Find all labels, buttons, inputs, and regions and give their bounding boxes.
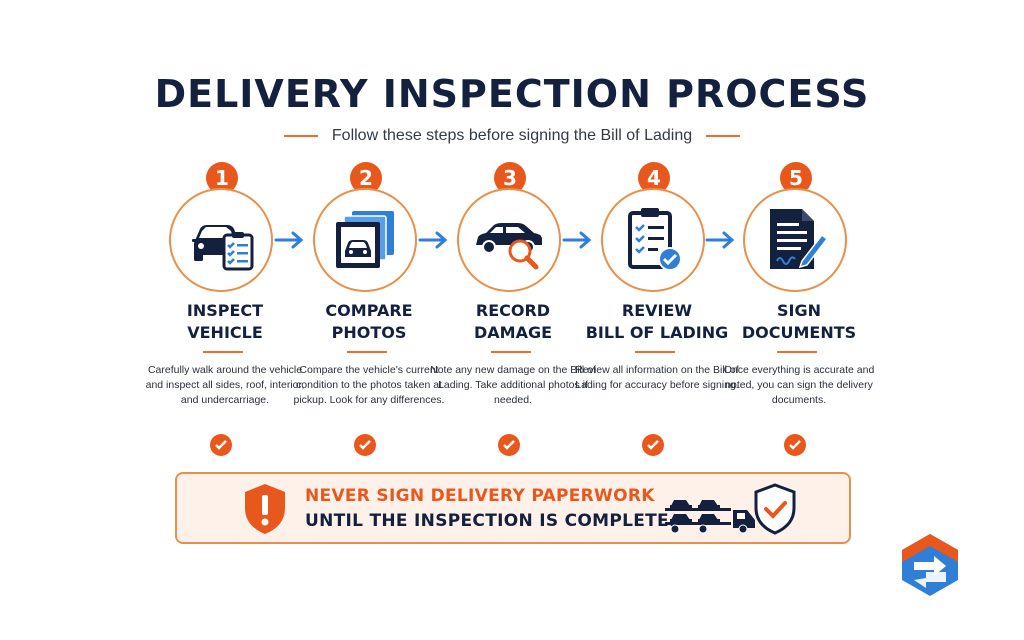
step-description: Carefully walk around the vehicle and in… [145, 364, 305, 406]
step-title-line1: SIGN [777, 301, 821, 320]
step-icon-circle [457, 188, 561, 292]
warning-text-line2: UNTIL THE INSPECTION IS COMPLETE. [305, 511, 676, 531]
step-icon-circle [601, 188, 705, 292]
car-clipboard-icon [192, 225, 254, 271]
step-title: RECORD DAMAGE [433, 300, 593, 344]
step-description: Compare the vehicle's current condition … [293, 364, 445, 406]
arrow-right-icon [562, 231, 592, 249]
warning-text-line1: NEVER SIGN DELIVERY PAPERWORK [305, 486, 655, 506]
step-title-line2: DAMAGE [473, 323, 553, 342]
check-badge [498, 434, 520, 456]
car-carrier-truck-icon [665, 500, 755, 534]
check-icon [503, 440, 515, 450]
step-icon-circle [743, 188, 847, 292]
check-icon [647, 440, 659, 450]
brand-logo-icon [902, 534, 958, 596]
car-magnifier-icon [476, 223, 542, 270]
arrow-right-icon [705, 231, 735, 249]
step-title: COMPARE PHOTOS [289, 300, 449, 344]
page-subtitle: Follow these steps before signing the Bi… [331, 127, 693, 144]
step-divider [203, 351, 243, 353]
step-title-line2: PHOTOS [331, 323, 407, 342]
check-icon [359, 440, 371, 450]
check-icon [789, 440, 801, 450]
step-title-line2: VEHICLE [187, 323, 263, 342]
step-description: Note any new damage on the Bill of Ladin… [430, 364, 596, 406]
check-badge [354, 434, 376, 456]
step-divider [491, 351, 531, 353]
step-icon-circle [313, 188, 417, 292]
step-divider [635, 351, 675, 353]
step-divider [347, 351, 387, 353]
arrow-right-icon [274, 231, 304, 249]
photos-icon [336, 211, 394, 268]
check-badge [210, 434, 232, 456]
step-title-line1: INSPECT [186, 301, 264, 320]
subtitle-divider-right [706, 135, 741, 137]
step-divider [777, 351, 817, 353]
step-title-line2: DOCUMENTS [741, 323, 857, 342]
step-title-line1: RECORD [475, 301, 551, 320]
step-description: Once everything is accurate and noted, y… [723, 364, 875, 406]
step-title: REVIEW BILL OF LADING [577, 300, 737, 344]
check-badge [784, 434, 806, 456]
step-title-line1: REVIEW [621, 301, 693, 320]
subtitle-divider-left [283, 135, 318, 137]
check-icon [215, 440, 227, 450]
warning-shield-icon [245, 484, 285, 534]
subtitle-row: Follow these steps before signing the Bi… [0, 127, 1024, 145]
arrow-right-icon [418, 231, 448, 249]
document-pen-icon [770, 209, 829, 269]
check-badge [642, 434, 664, 456]
step-icon-circle [169, 188, 273, 292]
step-title: INSPECT VEHICLE [145, 300, 305, 344]
page-title: DELIVERY INSPECTION PROCESS [154, 72, 870, 116]
check-shield-icon [754, 483, 796, 535]
step-title: SIGN DOCUMENTS [719, 300, 879, 344]
clipboard-check-icon [628, 208, 682, 271]
step-description: Review all information on the Bill of La… [575, 364, 739, 391]
step-title-line2: BILL OF LADING [585, 323, 729, 342]
warning-banner: NEVER SIGN DELIVERY PAPERWORK UNTIL THE … [175, 472, 851, 544]
step-title-line1: COMPARE [325, 301, 413, 320]
